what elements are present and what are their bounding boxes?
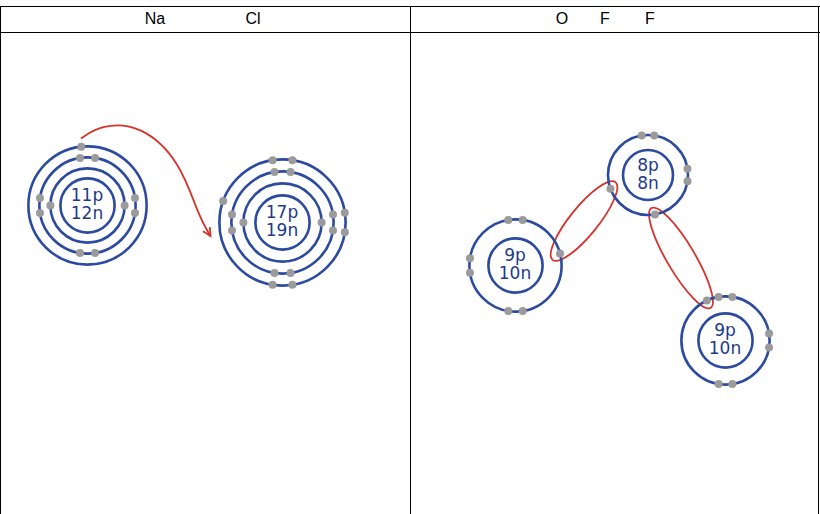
- electron-dot: [228, 210, 236, 218]
- electron-dot: [714, 380, 722, 388]
- electron-dot: [328, 210, 336, 218]
- particle-count: 9p: [499, 247, 531, 265]
- column-heading: F: [645, 10, 655, 28]
- electron-dot: [77, 142, 85, 150]
- electron-dot: [465, 254, 473, 262]
- electron-dot: [286, 268, 294, 276]
- electron-dot: [75, 153, 83, 161]
- electron-shell: [608, 135, 688, 215]
- particle-count: 9p: [709, 322, 741, 340]
- electron-dot: [239, 218, 247, 226]
- electron-dot: [317, 218, 325, 226]
- electron-shell: [219, 159, 345, 285]
- electron-shell: [50, 168, 124, 242]
- nucleus-ring: [60, 178, 114, 232]
- electron-dot: [340, 208, 348, 216]
- electron-dot: [131, 209, 139, 217]
- atom-model: 9p10n: [674, 289, 777, 392]
- nucleus-ring: [698, 313, 752, 367]
- column-heading: F: [600, 10, 610, 28]
- particle-count: 11p: [71, 187, 103, 205]
- particle-count: 10n: [499, 265, 531, 283]
- electron-dot: [702, 296, 710, 304]
- table-lines: [0, 6, 820, 514]
- electron-dot: [91, 153, 99, 161]
- nucleus-text: 9p10n: [499, 247, 531, 283]
- shared-pair-oval: [542, 173, 627, 268]
- particle-count: 8p: [637, 157, 659, 175]
- nucleus-text: 17p19n: [266, 204, 298, 240]
- electron-dot: [504, 215, 512, 223]
- electron-shell: [243, 183, 321, 261]
- nucleus-ring: [488, 238, 542, 292]
- electron-dot: [91, 249, 99, 257]
- electron-shell: [681, 296, 769, 384]
- electron-dot: [228, 226, 236, 234]
- table-rule: [0, 6, 1, 514]
- nucleus-text: 9p10n: [709, 322, 741, 358]
- electron-dot: [219, 196, 227, 204]
- electron-dot: [518, 307, 526, 315]
- electron-shell: [469, 219, 561, 311]
- electron-dot: [268, 280, 276, 288]
- electron-dot: [465, 268, 473, 276]
- electron-shell: [39, 157, 135, 253]
- electron-dot: [650, 131, 658, 139]
- nucleus-text: 11p12n: [71, 187, 103, 223]
- electron-shell: [28, 146, 146, 264]
- electron-dot: [684, 165, 692, 173]
- nucleus-text: 8p8n: [637, 157, 659, 193]
- electron-dot: [268, 156, 276, 164]
- atom-model: 17p19n: [212, 152, 353, 293]
- electron-dot: [728, 380, 736, 388]
- column-heading: Cl: [245, 10, 260, 28]
- electron-dot: [765, 343, 773, 351]
- electron-dot: [131, 193, 139, 201]
- electron-dot: [728, 292, 736, 300]
- particle-count: 8n: [637, 175, 659, 193]
- electron-dot: [504, 307, 512, 315]
- electron-dot: [75, 249, 83, 257]
- electron-dot: [286, 168, 294, 176]
- electron-dot: [35, 193, 43, 201]
- electron-dot: [340, 228, 348, 236]
- electron-dot: [556, 249, 564, 257]
- electron-dot: [120, 201, 128, 209]
- table-rule: [410, 6, 411, 514]
- electron-dot: [651, 210, 659, 218]
- electron-dot: [270, 168, 278, 176]
- electron-dot: [46, 201, 54, 209]
- column-heading: O: [556, 10, 568, 28]
- atom-model: 8p8n: [601, 128, 695, 222]
- electron-dot: [288, 280, 296, 288]
- particle-count: 17p: [266, 204, 298, 222]
- electron-dot: [328, 226, 336, 234]
- nucleus-ring: [255, 195, 309, 249]
- electron-dot: [684, 177, 692, 185]
- table-rule: [818, 6, 819, 514]
- electron-dot: [518, 215, 526, 223]
- column-heading: Na: [145, 10, 165, 28]
- electron-dot: [288, 156, 296, 164]
- electron-shell: [231, 171, 333, 273]
- electron-dot: [765, 329, 773, 337]
- nucleus-ring: [623, 150, 673, 200]
- electron-dot: [638, 131, 646, 139]
- electron-dot: [606, 185, 614, 193]
- electron-dot: [714, 292, 722, 300]
- particle-count: 19n: [266, 222, 298, 240]
- particle-count: 10n: [709, 340, 741, 358]
- electron-dot: [35, 209, 43, 217]
- electron-dot: [270, 268, 278, 276]
- atom-model: 9p10n: [462, 212, 569, 319]
- atom-model: 11p12n: [21, 139, 154, 272]
- particle-count: 12n: [71, 205, 103, 223]
